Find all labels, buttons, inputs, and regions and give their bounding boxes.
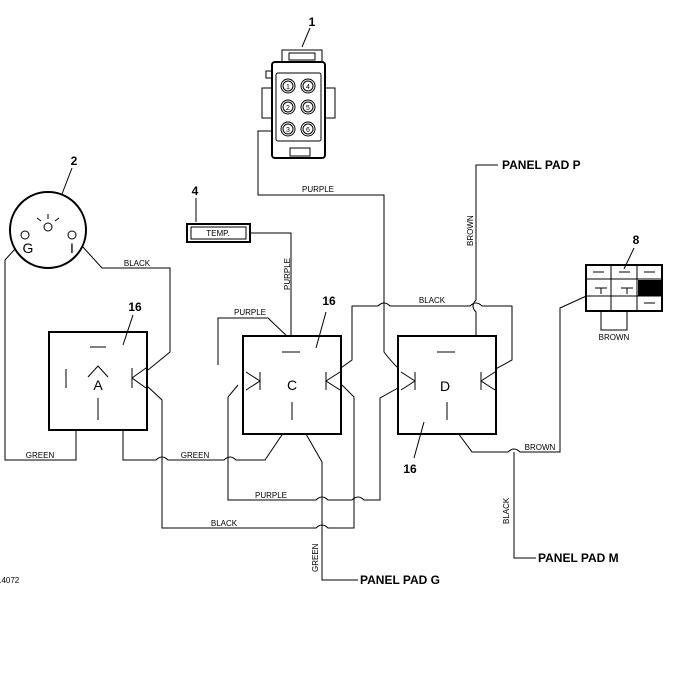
connector-8: 8 — [585, 233, 663, 312]
pin-3-label: 3 — [286, 127, 290, 134]
relay-d: D 16 — [397, 335, 497, 476]
key-switch-2: G I 2 — [9, 154, 87, 269]
pin-4-label: 4 — [306, 84, 310, 91]
key-switch-rays — [36, 214, 60, 222]
relay-c: C 16 — [242, 294, 342, 435]
label-purple-c: PURPLE — [234, 308, 266, 317]
callout-16-a-leader — [122, 314, 134, 346]
callout-1-leader — [301, 27, 311, 48]
callout-4: 4 — [192, 184, 199, 198]
panel-pad-p: PANEL PAD P — [502, 158, 581, 172]
label-black-top: BLACK — [419, 296, 446, 305]
label-black-bottom: BLACK — [211, 519, 238, 528]
callout-8: 8 — [633, 233, 640, 247]
callout-16-a: 16 — [128, 300, 142, 314]
wire-green-g — [297, 419, 358, 581]
panel-pad-m: PANEL PAD M — [538, 551, 619, 565]
callout-1: 1 — [309, 15, 316, 29]
temp-switch-window — [190, 226, 247, 240]
connector-8-filled-cavity — [638, 280, 662, 296]
relay-a: A 16 — [48, 300, 148, 431]
connector-1: 1 4 2 5 3 6 1 — [261, 15, 336, 159]
pin-5-label: 5 — [306, 105, 310, 112]
figure-id: 14072 — [0, 576, 20, 585]
connector-pins: 1 4 2 5 3 6 — [280, 78, 316, 137]
label-purple-bottom: PURPLE — [255, 491, 287, 500]
connector-top-slot — [288, 52, 316, 61]
label-black-key: BLACK — [124, 259, 151, 268]
label-purple-top: PURPLE — [302, 185, 334, 194]
terminal-i-dot — [67, 230, 77, 240]
wire-brown-8 — [446, 292, 594, 453]
callout-16-c-leader — [315, 311, 327, 349]
terminal-i-label: I — [70, 240, 74, 256]
wire-black-top — [323, 302, 513, 381]
wire-purple-c-left — [217, 317, 292, 365]
label-black-m: BLACK — [502, 497, 511, 524]
wire-purple-temp — [250, 232, 292, 352]
label-purple-temp: PURPLE — [283, 258, 292, 290]
temp-label: TEMP. — [206, 229, 229, 238]
wire-green-mid — [122, 392, 293, 461]
wire-purple-bottom — [227, 384, 399, 501]
label-green-mid: GREEN — [181, 451, 210, 460]
wire-labels: PURPLE BLACK PURPLE PURPLE BLACK BROWN B… — [26, 185, 630, 572]
terminal-g-dot — [20, 230, 30, 240]
terminal-g-label: G — [23, 240, 34, 256]
label-brown-p: BROWN — [466, 215, 475, 246]
callout-16-d: 16 — [403, 462, 417, 476]
callout-16-c: 16 — [322, 294, 336, 308]
callout-16-d-leader — [413, 421, 425, 459]
label-green-g: GREEN — [311, 543, 320, 572]
callout-2: 2 — [71, 154, 78, 168]
connector-left-ear — [261, 87, 273, 119]
label-brown-d: BROWN — [525, 443, 556, 452]
label-brown-8: BROWN — [599, 333, 630, 342]
connector-bottom-slot — [289, 147, 311, 157]
key-switch-center — [43, 222, 53, 232]
wires — [4, 130, 628, 581]
pin-2-label: 2 — [286, 105, 290, 112]
callout-8-leader — [623, 247, 635, 270]
panel-pad-labels: PANEL PAD P PANEL PAD M PANEL PAD G — [360, 158, 619, 587]
callout-2-leader — [61, 167, 73, 195]
panel-pad-g: PANEL PAD G — [360, 573, 440, 587]
wire-black-m — [513, 452, 536, 559]
relay-d-letter: D — [440, 378, 450, 394]
pin-1-label: 1 — [286, 84, 290, 91]
temp-switch-4: TEMP. 4 — [186, 184, 251, 243]
wire-brown-p — [437, 164, 498, 373]
label-green-key: GREEN — [26, 451, 55, 460]
pin-6-label: 6 — [306, 127, 310, 134]
relay-c-letter: C — [287, 377, 297, 393]
connector-right-ear — [324, 87, 336, 119]
relay-a-letter: A — [93, 377, 103, 393]
